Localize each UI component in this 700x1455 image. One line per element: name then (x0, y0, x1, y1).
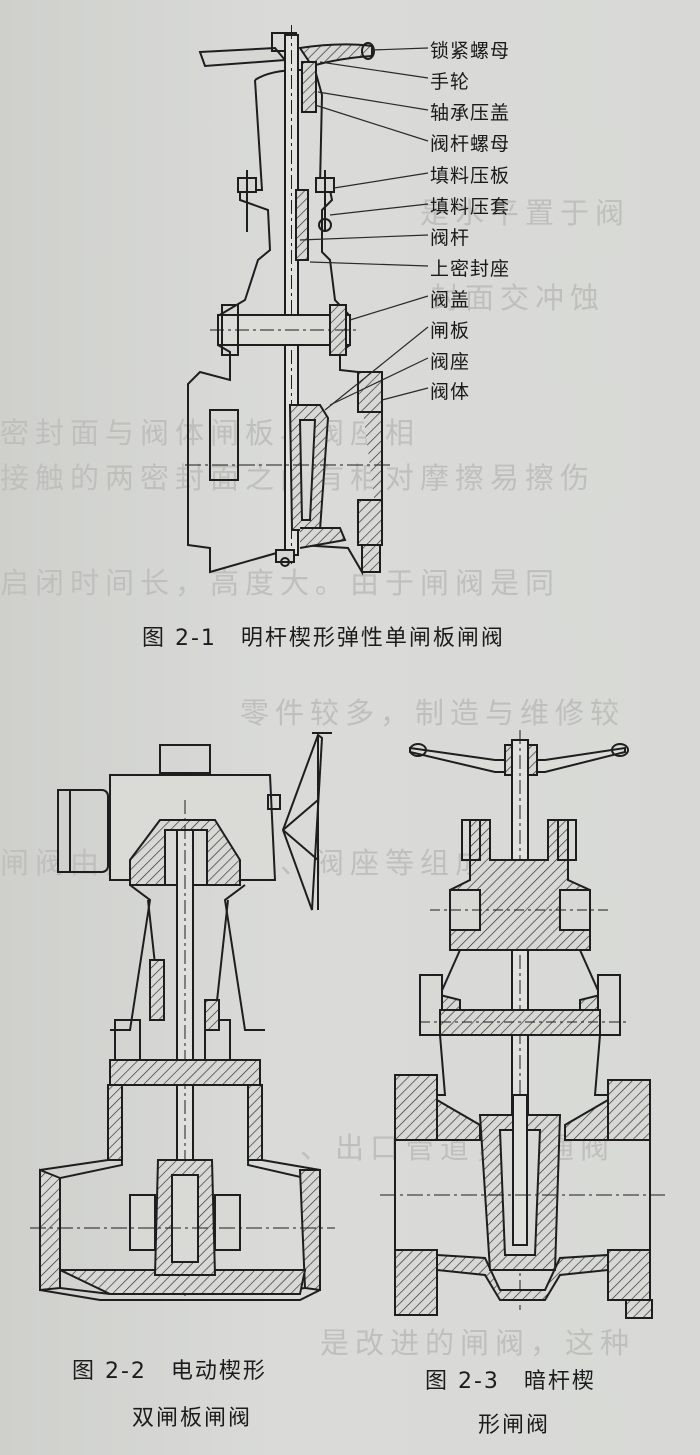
figure-2-2-caption-line2: 双闸板闸阀 (132, 1406, 253, 1431)
bleed-through-text: 零件较多，制造与维修较 (240, 696, 626, 730)
part-label: 填料压套 (430, 196, 511, 218)
part-label: 阀座 (430, 351, 471, 373)
part-label: 阀盖 (430, 289, 471, 311)
bleed-through-text: 封面交冲蚀 (430, 281, 606, 315)
part-label: 填料压板 (430, 165, 511, 187)
part-label: 锁紧螺母 (430, 40, 511, 62)
bleed-through-text: 是改进的闸阀，这种 (320, 1326, 636, 1360)
part-label: 阀体 (430, 381, 471, 403)
figure-2-2-drawing (30, 732, 335, 1301)
figure-2-1-caption: 图 2-1 明杆楔形弹性单闸板闸阀 (142, 626, 505, 651)
figure-2-1-drawing (185, 25, 390, 576)
figure-2-2-caption-line1: 图 2-2 电动楔形 (72, 1359, 267, 1384)
part-label: 上密封座 (430, 258, 511, 280)
figure-2-3-drawing (380, 730, 665, 1319)
bleed-through-text: 启闭时间长，高度大。由于闸阀是同 (0, 566, 561, 600)
bleed-through-text: 是水平置于阀 (420, 196, 631, 230)
figure-2-1-leaders (299, 47, 429, 411)
figure-2-3-caption-line2: 形闸阀 (478, 1413, 551, 1438)
part-label: 闸板 (430, 320, 471, 342)
part-label: 阀杆 (430, 227, 471, 249)
part-label: 阀杆螺母 (430, 133, 511, 155)
part-label: 手轮 (430, 71, 471, 93)
figure-2-3-caption-line1: 图 2-3 暗杆楔 (425, 1369, 596, 1394)
bleed-through-text: 密封面与阀体闸板与阀座相 (0, 416, 421, 450)
part-label: 轴承压盖 (430, 102, 511, 124)
